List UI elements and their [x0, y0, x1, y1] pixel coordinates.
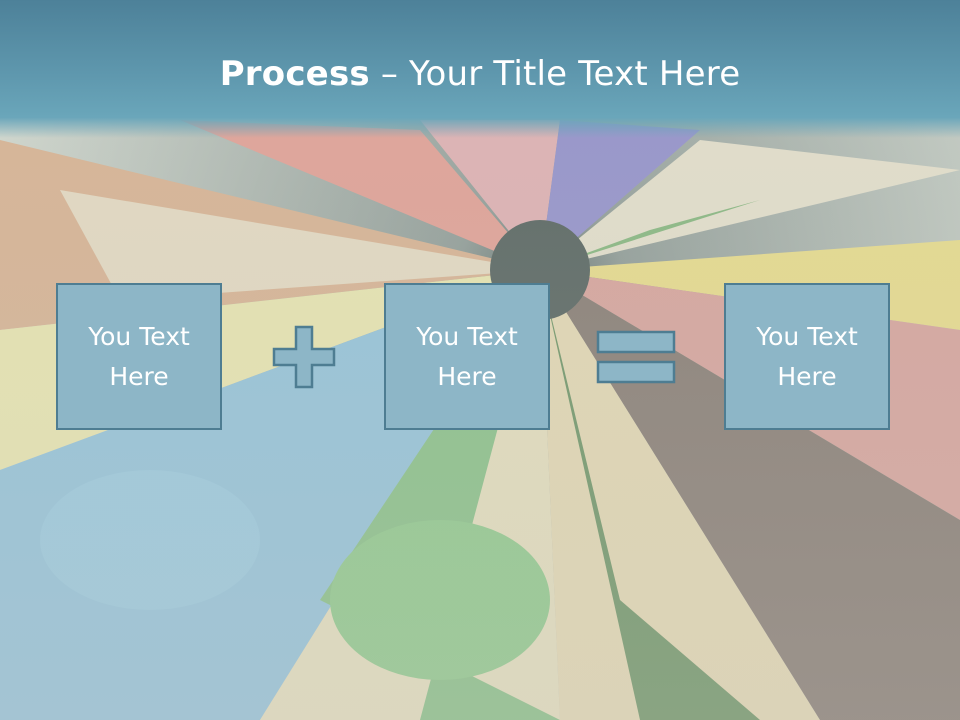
equals-icon: [596, 330, 676, 384]
process-box-3-text: You Text Here: [756, 321, 858, 391]
plus-icon: [272, 325, 336, 389]
title-text: – Your Title Text Here: [369, 54, 741, 94]
title-bar: [0, 0, 960, 138]
process-box-1-text: You Text Here: [88, 321, 190, 391]
process-box-1[interactable]: You Text Here: [56, 283, 222, 430]
process-box-2-text: You Text Here: [416, 321, 518, 391]
process-box-2[interactable]: You Text Here: [384, 283, 550, 430]
title-bold-word: Process: [219, 54, 370, 94]
process-box-3[interactable]: You Text Here: [724, 283, 890, 430]
slide-title: Process – Your Title Text Here: [0, 52, 960, 96]
